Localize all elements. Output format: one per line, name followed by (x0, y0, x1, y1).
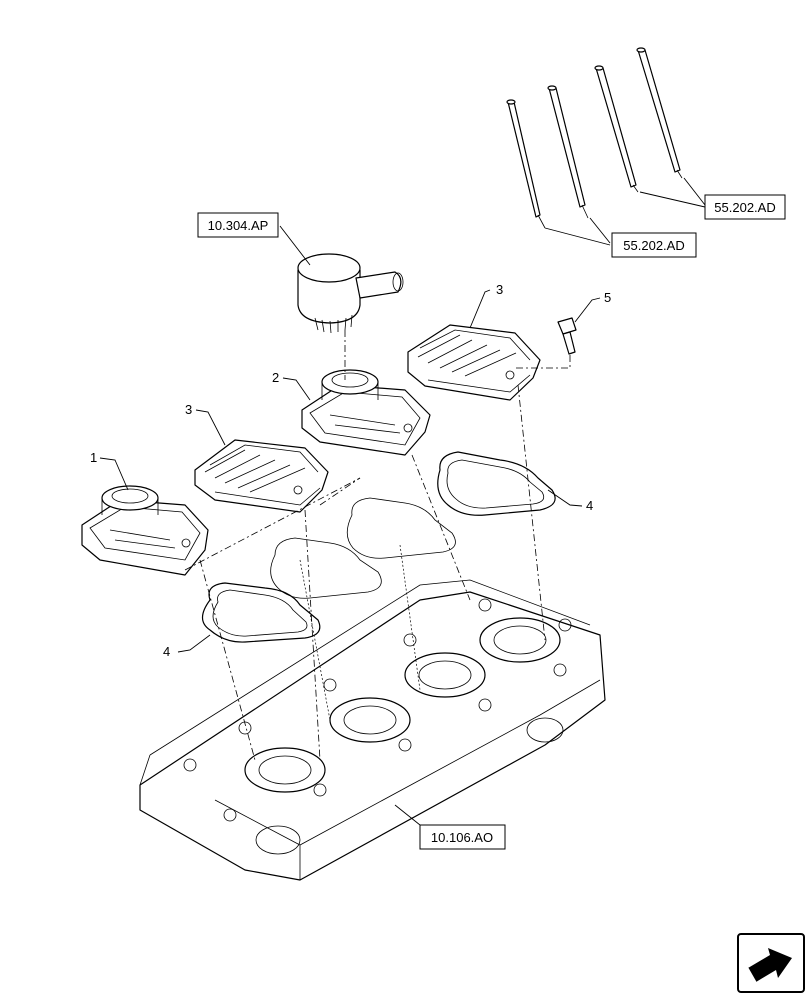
injector-rods (506, 47, 683, 229)
callout-5: 5 (604, 290, 611, 305)
assembly-lines (184, 330, 571, 761)
callout-4-right: 4 (586, 498, 593, 513)
gasket-left (201, 582, 321, 643)
ref-label-injector-lower: 55.202.AD (623, 238, 684, 253)
callout-3-right: 3 (496, 282, 503, 297)
gasket-mid-1 (270, 537, 382, 599)
rocker-cover-3-left (194, 439, 329, 513)
ref-label-breather: 10.304.AP (208, 218, 269, 233)
rocker-cover-1 (81, 485, 209, 576)
ref-box-injector-upper[interactable]: 55.202.AD (704, 194, 786, 220)
next-page-arrow-icon[interactable] (737, 933, 805, 993)
callout-3-left: 3 (185, 402, 192, 417)
bolt-part (557, 317, 577, 355)
cylinder-head (139, 579, 606, 881)
callout-2: 2 (272, 370, 279, 385)
gasket-right (437, 451, 556, 516)
callout-4-left: 4 (163, 644, 170, 659)
ref-label-cylinder-head: 10.106.AO (431, 830, 493, 845)
rocker-cover-3-right (407, 324, 541, 401)
leader-lines (99, 177, 706, 826)
ref-label-injector-upper: 55.202.AD (714, 200, 775, 215)
ref-box-cylinder-head[interactable]: 10.106.AO (419, 824, 506, 850)
callout-1: 1 (90, 450, 97, 465)
ref-box-injector-lower[interactable]: 55.202.AD (611, 232, 697, 258)
rocker-cover-2 (301, 369, 431, 456)
breather-part (297, 253, 404, 334)
ref-box-breather[interactable]: 10.304.AP (197, 212, 279, 238)
gasket-mid-2 (346, 497, 456, 559)
